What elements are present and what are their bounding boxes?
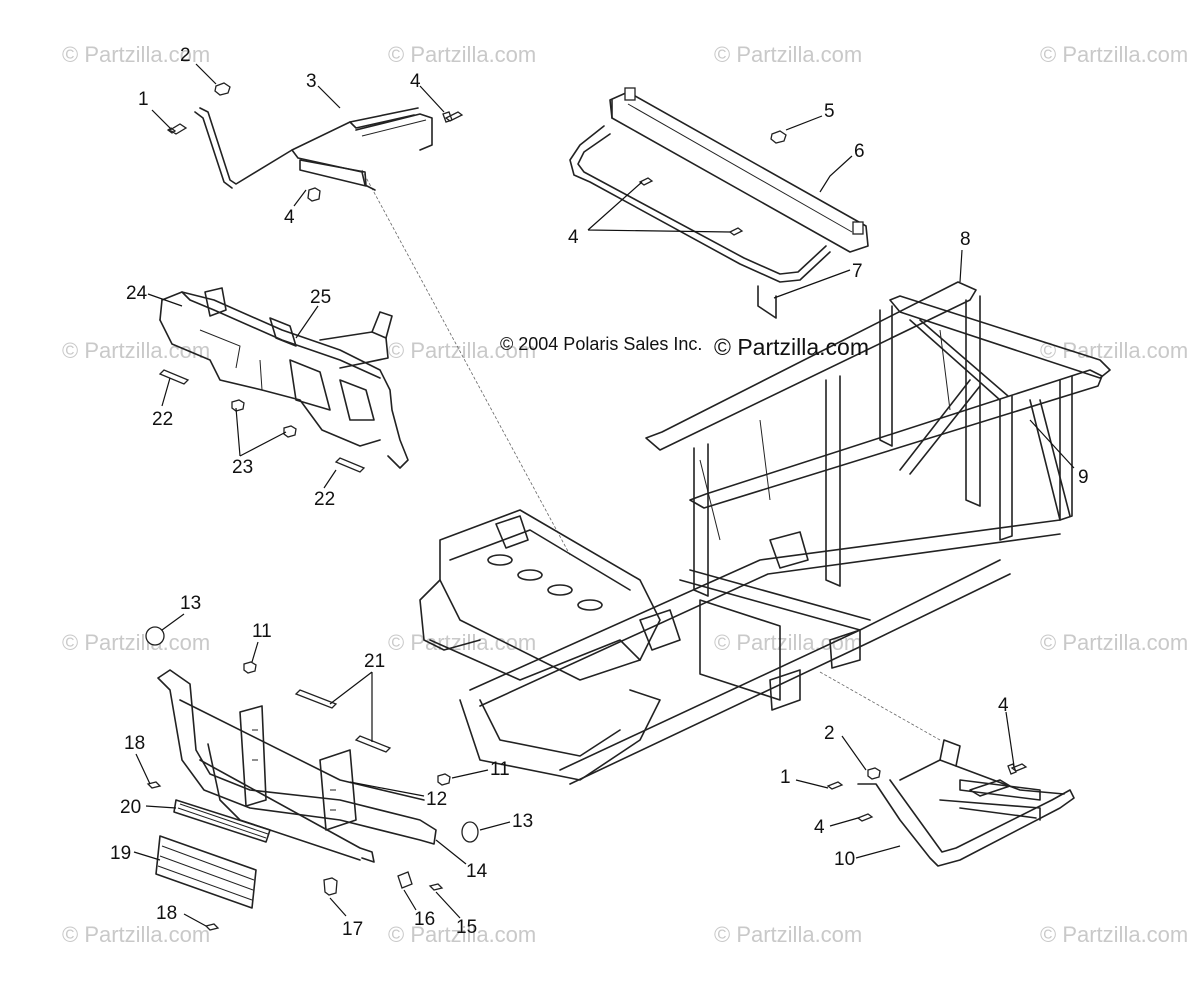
watermark: © Partzilla.com [1040,338,1189,363]
watermark: © Partzilla.com [62,630,211,655]
callout-label: 19 [110,843,132,864]
clip-part [397,871,413,889]
callout-label: 7 [852,261,863,282]
callout-label: 23 [232,457,254,478]
callout-label: 17 [342,919,364,940]
callout-label: 11 [252,621,272,642]
callout-label: 25 [310,287,332,308]
bolt-part [442,111,464,123]
watermark: © Partzilla.com [714,42,863,67]
callout-label: 11 [490,759,510,780]
callout-label: 2 [824,723,835,744]
callout-label: 4 [814,817,825,838]
front-bumper-part [157,669,437,863]
bolt-part [166,123,188,135]
watermark: © Partzilla.com [388,42,537,67]
watermark: © Partzilla.com [62,42,211,67]
rear-bracket-part [569,87,869,319]
callout-label: 22 [314,489,336,510]
watermark: © Partzilla.com [1040,42,1189,67]
front-bracket-bar-part [194,107,433,191]
main-frame-part [419,281,1111,785]
callout-label: 4 [568,227,579,248]
callout-label: 15 [456,917,478,938]
callout-label: 18 [124,733,146,754]
callout-label: 4 [284,207,295,228]
callout-label: 4 [410,71,421,92]
callout-label: 4 [998,695,1009,716]
watermark: © Partzilla.com [388,630,537,655]
watermark: © Partzilla.com [1040,922,1189,947]
screw-part [204,923,220,931]
callout-label: 6 [854,141,865,162]
watermark: © Partzilla.com [388,338,537,363]
callout-label: 13 [512,811,534,832]
callout-label: 13 [180,593,202,614]
callout-label: 14 [466,861,488,882]
bumper-plug-part [145,626,165,646]
nut-part [243,661,257,674]
nut-part [770,130,787,144]
nut-part [214,82,231,96]
grille-screen-part [155,835,257,909]
watermark: © Partzilla.com [714,922,863,947]
bolt-part [1007,763,1028,775]
callout-label: 8 [960,229,971,250]
callout-label: 1 [780,767,791,788]
callout-label: 22 [152,409,174,430]
screw-part [428,883,444,891]
watermark: © Partzilla.com [714,630,863,655]
bolt-part [826,781,844,790]
watermark: © Partzilla.com [388,922,537,947]
pin-part [294,689,338,709]
callout-label: 24 [126,283,148,304]
bolt-part [728,227,744,236]
partzilla-copyright: © Partzilla.com [714,334,869,360]
callout-label: 20 [120,797,142,818]
callout-label: 18 [156,903,178,924]
rear-step-bar-part [857,739,1075,867]
grille-part [173,799,271,843]
bumper-plug-part [461,821,479,843]
callout-label: 1 [138,89,149,110]
bolt-part [638,177,654,186]
bolt-part [323,877,338,896]
bolt-part [307,187,321,202]
nut-part [867,767,881,780]
callout-label: 2 [180,45,191,66]
nut-part [283,425,297,438]
screw-part [146,781,162,789]
callout-label: 16 [414,909,436,930]
pin-part [158,369,190,385]
front-crossmember-part [159,287,409,469]
callout-label: 21 [364,651,386,672]
nut-part [231,399,245,412]
watermark: © Partzilla.com [62,922,211,947]
callout-label: 10 [834,849,856,870]
callout-label: 3 [306,71,317,92]
pin-part [334,457,366,473]
pin-part [354,735,392,753]
nut-part [437,773,451,786]
leader-lines [133,63,1075,927]
callout-label: 12 [426,789,448,810]
watermark: © Partzilla.com [1040,630,1189,655]
bolt-part [856,813,874,822]
callout-label: 5 [824,101,835,122]
callout-label: 9 [1078,467,1089,488]
polaris-copyright: © 2004 Polaris Sales Inc. [500,334,703,354]
